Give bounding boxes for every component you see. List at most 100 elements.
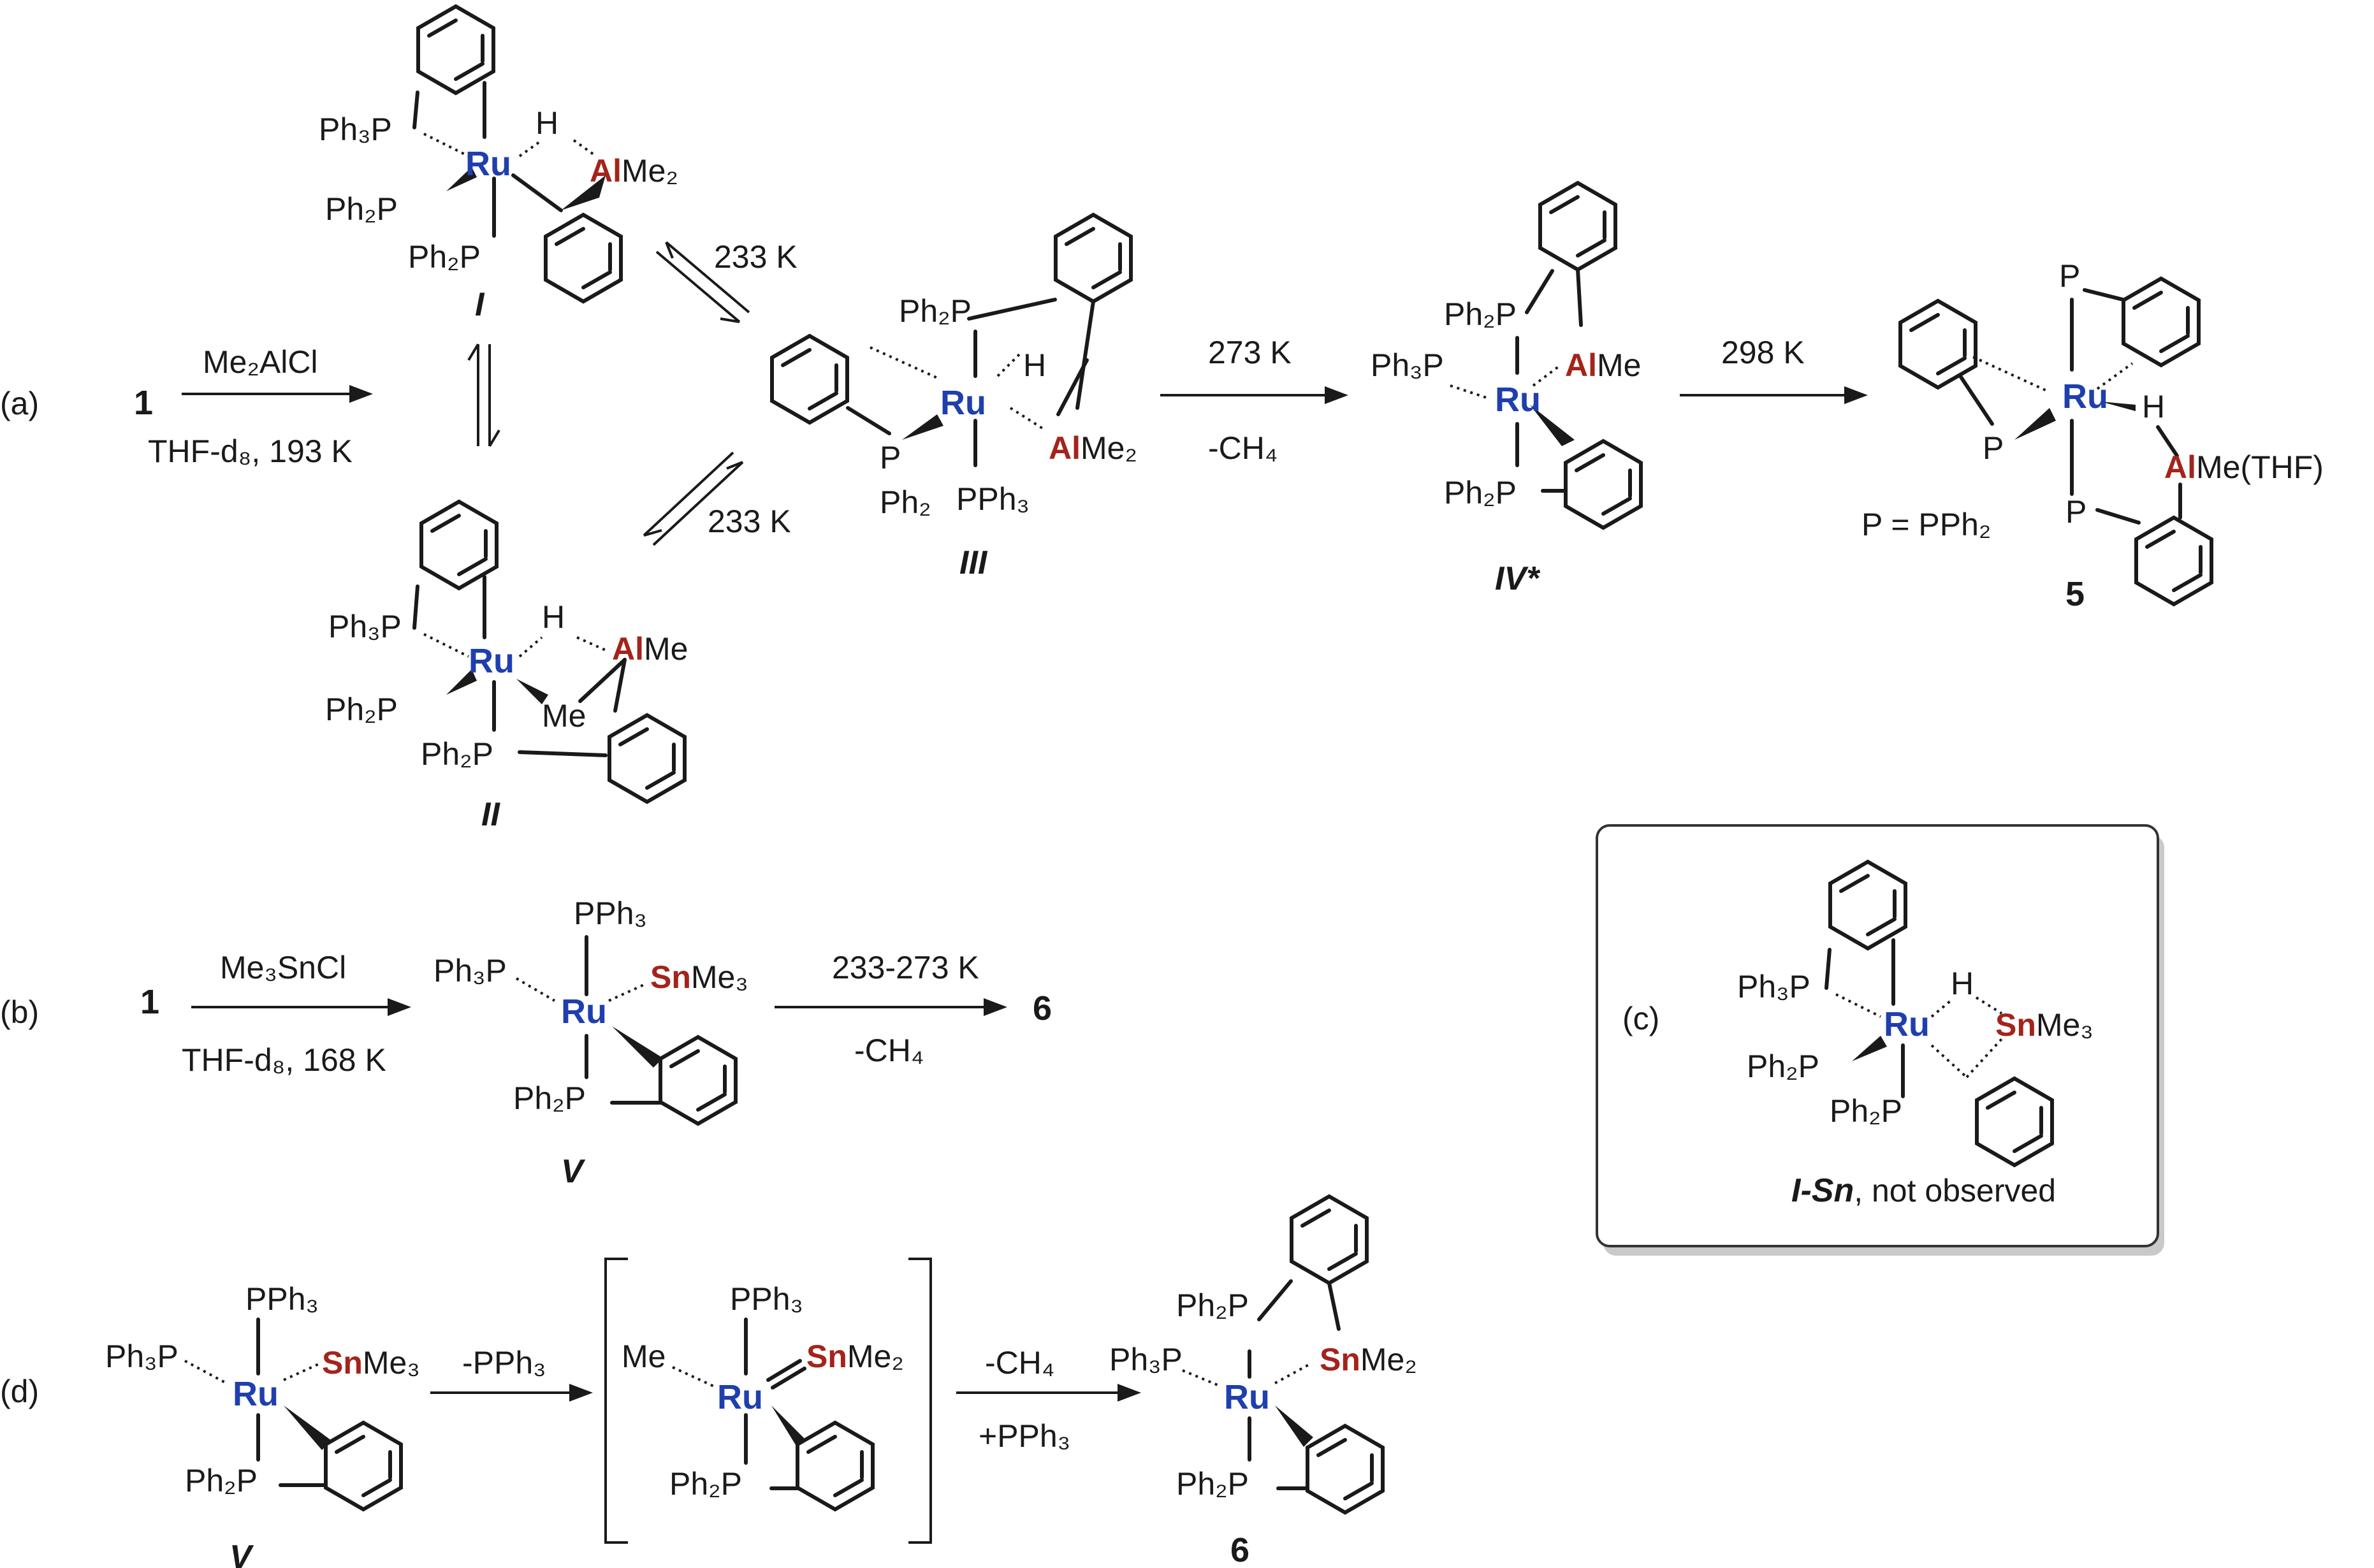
ligand-ph3p: Ph₃P (1371, 347, 1444, 383)
arrow-a-to-5 (1680, 386, 1868, 404)
label-6: 6 (1230, 1531, 1249, 1568)
complex-V-b: PPh₃ Ph₃P SnMe₃ Ru Ph₂P V (433, 896, 748, 1190)
atom-ru: Ru (561, 992, 607, 1031)
atom-ru: Ru (1495, 381, 1541, 419)
atom-ru: Ru (940, 384, 986, 422)
loss-pph3: -PPh₃ (462, 1345, 546, 1381)
atom-p: P (2059, 258, 2080, 294)
atom-ru: Ru (1224, 1378, 1270, 1416)
atom-al: AlMe₂ (1049, 430, 1137, 466)
substituent-ph2: Ph₂ (880, 484, 931, 520)
atom-h: H (535, 105, 558, 141)
ligand-ph2p: Ph₂P (421, 736, 493, 772)
compound-5: P Ru H P AlMe(THF) P P = PPh₂ 5 (1861, 258, 2324, 613)
conditions-thf-193k: THF-d₈, 193 K (148, 433, 353, 469)
ligand-ph2p: Ph₂P (185, 1463, 258, 1499)
label-V: V (229, 1539, 254, 1568)
legend-p-pph2: P = PPh₂ (1861, 507, 1991, 542)
product-6: 6 (1033, 989, 1052, 1027)
label-I: I (475, 286, 485, 323)
atom-sn: SnMe₃ (650, 959, 748, 995)
temp-233k-bottom: 233 K (708, 504, 791, 539)
ligand-pph3: PPh₃ (730, 1281, 803, 1317)
ligand-ph3p: Ph₃P (433, 953, 507, 989)
atom-al: AlMe₂ (590, 153, 678, 189)
panel-c-tag: (c) (1622, 1001, 1659, 1036)
atom-p: P (2065, 494, 2086, 530)
equilibrium-I-II (467, 343, 500, 447)
panel-a-tag: (a) (0, 386, 39, 421)
panel-c: (c) Ph₃P Ph₂P Ph₂P Ru H SnMe₃ I-Sn, not … (1596, 824, 2164, 1256)
loss-ch4: -CH₄ (985, 1345, 1054, 1381)
label-5: 5 (2065, 575, 2085, 613)
atom-ru: Ru (1884, 1005, 1930, 1043)
arrow-b-step1 (191, 998, 411, 1016)
caption-I-Sn: I-Sn, not observed (1791, 1172, 2056, 1209)
label-II: II (481, 796, 500, 833)
loss-ch4: -CH₄ (1208, 430, 1278, 466)
arrow-b-step2 (775, 998, 1007, 1016)
atom-al: AlMe (1565, 347, 1641, 383)
panel-d-tag: (d) (0, 1374, 39, 1409)
ligand-ph2p: Ph₂P (1444, 296, 1517, 332)
atom-me: Me (622, 1339, 666, 1374)
label-IV: IV* (1495, 560, 1541, 597)
ligand-ph3p: Ph₃P (319, 112, 392, 147)
ligand-pph3: PPh₃ (956, 481, 1030, 517)
atom-sn: SnMe₂ (1320, 1342, 1417, 1377)
arrow-a-step1 (182, 385, 373, 403)
panel-b: (b) 1 Me₃SnCl THF-d₈, 168 K PPh₃ Ph₃P Sn… (0, 896, 1052, 1190)
atom-me: Me (542, 698, 586, 734)
atom-ru: Ru (717, 1378, 763, 1416)
atom-ru: Ru (469, 642, 514, 680)
temp-273k: 273 K (1208, 335, 1292, 370)
ligand-ph2p: Ph₂P (669, 1466, 742, 1502)
start-compound-1: 1 (140, 983, 159, 1021)
arrow-d-step1 (430, 1384, 593, 1402)
product-6: Ph₂P Ph₃P SnMe₂ Ru Ph₂P 6 (1109, 1196, 1417, 1568)
ligand-ph2p: Ph₂P (1747, 1049, 1819, 1084)
arrow-d-step2 (956, 1384, 1141, 1402)
complex-III: Ph₂P Ru H AlMe₂ P Ph₂ PPh₃ III (772, 215, 1137, 581)
atom-sn: SnMe₂ (806, 1339, 904, 1374)
ligand-ph3p: Ph₃P (105, 1339, 178, 1374)
arrow-a-to-IV (1160, 386, 1348, 404)
ligand-ph3p: Ph₃P (1109, 1342, 1183, 1377)
complex-I-Sn: Ph₃P Ph₂P Ph₂P Ru H SnMe₃ (1737, 862, 2094, 1165)
start-compound-1: 1 (134, 384, 153, 422)
equilibrium-II-III (643, 451, 744, 546)
temp-233k-top: 233 K (714, 239, 797, 275)
ligand-ph2p: Ph₂P (1830, 1093, 1902, 1129)
complex-II: Ph₃P Ph₂P Ph₂P Ru H Me AlMe II (325, 502, 688, 833)
ligand-ph2p: Ph₂P (1176, 1466, 1249, 1502)
atom-ru: Ru (465, 145, 511, 183)
ligand-ph2p: Ph₂P (513, 1080, 586, 1116)
atom-sn: SnMe₃ (1995, 1007, 2094, 1043)
ligand-ph3p: Ph₃P (1737, 969, 1810, 1005)
complex-I: Ph₃P Ph₂P Ph₂P Ru H AlMe₂ I (319, 6, 678, 323)
atom-h: H (542, 599, 565, 635)
conditions-thf-168k: THF-d₈, 168 K (182, 1042, 386, 1078)
atom-p: P (880, 440, 901, 475)
panel-a: (a) 1 Me₂AlCl THF-d₈, 193 K Ph₃P Ph₂P Ph… (0, 6, 2324, 833)
ligand-pph3: PPh₃ (574, 896, 647, 931)
complex-IV: Ph₂P Ph₃P Ru AlMe Ph₂P IV* (1371, 183, 1641, 597)
panel-b-tag: (b) (0, 994, 39, 1030)
ligand-ph2p: Ph₂P (1176, 1288, 1249, 1323)
ligand-ph2p: Ph₂P (899, 293, 972, 329)
ligand-pph3: PPh₃ (245, 1281, 319, 1317)
atom-sn: SnMe₃ (322, 1345, 420, 1381)
label-V: V (561, 1153, 586, 1190)
ligand-ph2p: Ph₂P (325, 692, 398, 727)
reagent-me3sncl: Me₃SnCl (220, 950, 346, 985)
panel-d: (d) PPh₃ Ph₃P SnMe₃ Ru Ph₂P V -PPh₃ (0, 1196, 1417, 1568)
atom-h: H (1951, 966, 1974, 1001)
ligand-ph3p: Ph₃P (328, 609, 402, 644)
temp-233-273k: 233-273 K (832, 950, 979, 985)
atom-h: H (1023, 347, 1046, 383)
atom-h: H (2142, 389, 2165, 425)
ligand-ph2p: Ph₂P (325, 191, 398, 227)
ligand-ph2p: Ph₂P (408, 239, 481, 275)
panel-c-box (1596, 824, 2159, 1247)
